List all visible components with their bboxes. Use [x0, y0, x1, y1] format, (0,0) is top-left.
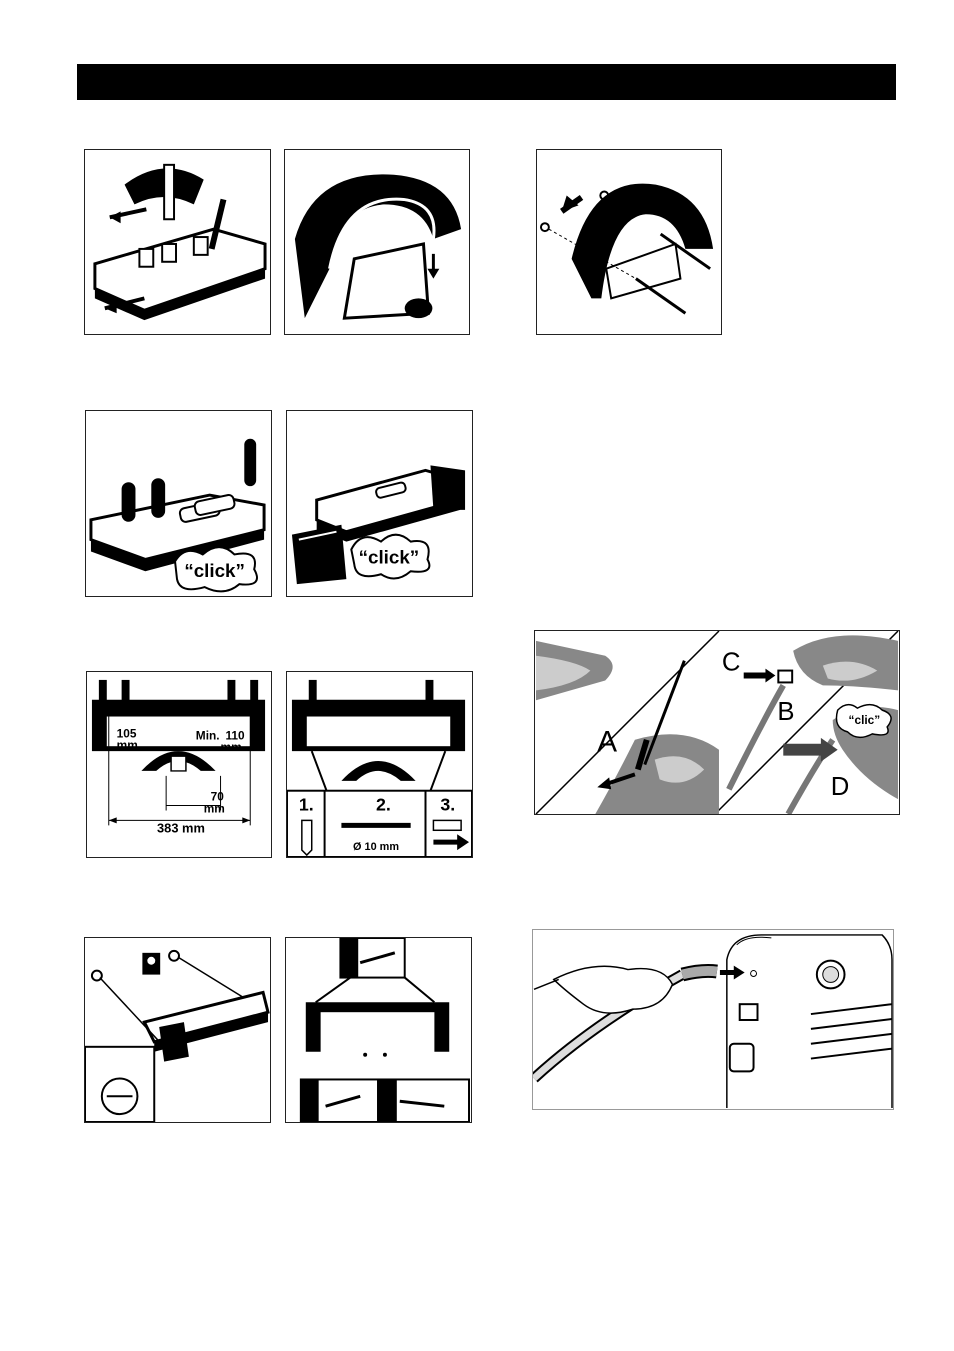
- clic-label: “clic”: [849, 713, 881, 727]
- dim-383: 383 mm: [157, 820, 205, 835]
- label-d: D: [831, 773, 850, 801]
- dim-110-unit: mm: [221, 740, 242, 754]
- dim-min: Min.: [196, 728, 220, 742]
- figure-hook-screws: [536, 149, 722, 335]
- step-2: 2.: [376, 795, 391, 815]
- figure-trigger-gun: A “clic” C B D: [534, 630, 900, 815]
- figure-screw-mount: [285, 937, 472, 1123]
- header-bar: [77, 64, 896, 100]
- figure-holder-assembly: [84, 149, 271, 335]
- figure-keyhole-mount: [84, 937, 271, 1123]
- dim-105-unit: mm: [117, 738, 138, 752]
- click-label: “click”: [359, 546, 420, 567]
- label-a: A: [597, 726, 617, 759]
- figure-hose-hook: [284, 149, 470, 335]
- figure-click-tools: “click”: [85, 410, 272, 597]
- dim-70-unit: mm: [204, 801, 225, 815]
- figure-hose-connection: [532, 929, 894, 1110]
- step-1: 1.: [299, 795, 314, 815]
- step-3: 3.: [440, 795, 455, 815]
- figure-dimensions: 383 mm 105 mm Min. 110 mm 70 mm: [86, 671, 272, 858]
- label-b: B: [777, 698, 794, 726]
- figure-click-clip: “click”: [286, 410, 473, 597]
- click-label: “click”: [184, 560, 245, 581]
- figure-drilling-steps: 1. 2. 3. Ø 10 mm: [286, 671, 473, 858]
- label-c: C: [722, 649, 741, 677]
- dim-diameter: Ø 10 mm: [353, 841, 399, 853]
